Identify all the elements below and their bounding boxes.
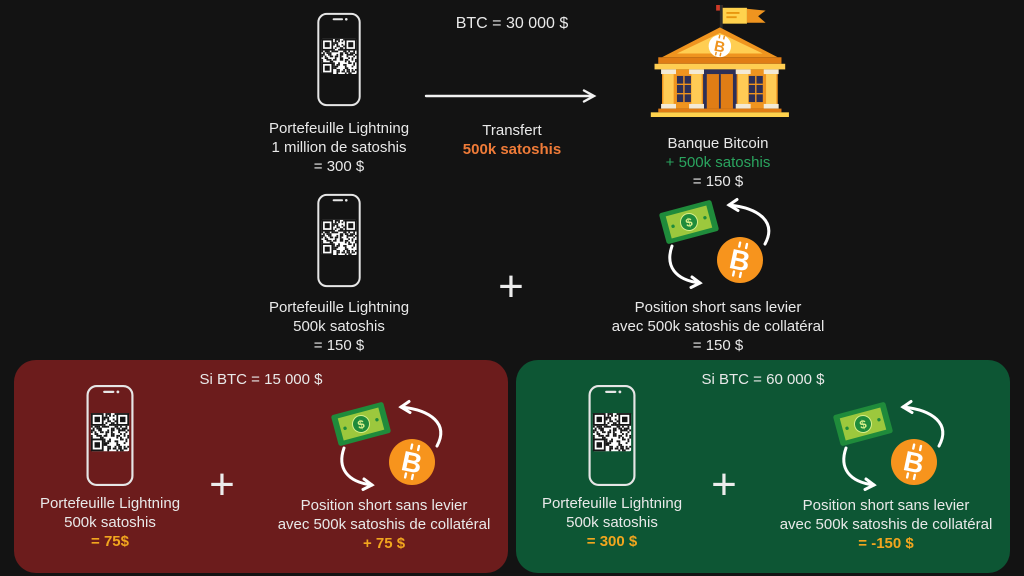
scenario-position-line1: Position short sans levier (300, 497, 468, 514)
btc-price-label: BTC = 30 000 $ (455, 15, 569, 32)
bank-name: Banque Bitcoin (667, 135, 769, 152)
exchange-icon (315, 398, 465, 494)
transfer-label: Transfert (482, 122, 542, 139)
scenario-position-line1: Position short sans levier (802, 497, 970, 514)
scenario-position-block: Position short sans levier avec 500k sat… (234, 398, 534, 553)
plus-icon: + (711, 460, 737, 509)
scenario-position-value: = -150 $ (858, 535, 914, 552)
bank-block: Banque Bitcoin + 500k satoshis = 150 $ (618, 5, 818, 191)
scenario-wallet-line1: Portefeuille Lightning (541, 495, 683, 512)
wallet-mid-line2: 500k satoshis (293, 318, 385, 335)
transfer-amount: 500k satoshis (462, 141, 562, 158)
wallet-top-line2: 1 million de satoshis (271, 139, 407, 156)
scenario-wallet-line1: Portefeuille Lightning (39, 495, 181, 512)
plus-icon: + (209, 460, 235, 509)
wallet-top-line1: Portefeuille Lightning (268, 120, 410, 137)
wallet-mid-line1: Portefeuille Lightning (268, 299, 410, 316)
phone-icon (85, 384, 135, 487)
wallet-top-value: = 300 $ (313, 158, 365, 175)
bank-icon (643, 5, 793, 117)
wallet-top-block: Portefeuille Lightning 1 million de sato… (239, 12, 439, 176)
scenario-wallet-line2: 500k satoshis (64, 514, 156, 531)
position-mid-value: = 150 $ (692, 337, 744, 354)
scenario-position-value: + 75 $ (362, 535, 406, 552)
scenario-position-block: Position short sans levier avec 500k sat… (736, 398, 1024, 553)
exchange-icon (817, 398, 967, 494)
scenario-position-line2: avec 500k satoshis de collatéral (779, 516, 993, 533)
phone-icon (316, 193, 362, 288)
scenario-position-line2: avec 500k satoshis de collatéral (277, 516, 491, 533)
wallet-mid-value: = 150 $ (313, 337, 365, 354)
phone-icon (587, 384, 637, 487)
scenario-wallet-line2: 500k satoshis (566, 514, 658, 531)
bank-value: = 150 $ (692, 173, 744, 190)
scenario-panel-btc-up: Si BTC = 60 000 $ Portefeuille Lightning… (516, 360, 1010, 573)
short-position-mid-block: Position short sans levier avec 500k sat… (578, 196, 858, 355)
scenario-title: Si BTC = 15 000 $ (199, 371, 323, 388)
scenario-wallet-block: Portefeuille Lightning 500k satoshis = 3… (516, 384, 708, 551)
exchange-icon (643, 196, 793, 292)
wallet-mid-block: Portefeuille Lightning 500k satoshis = 1… (239, 193, 439, 355)
position-mid-line1: Position short sans levier (634, 299, 802, 316)
transfer-block: Transfert 500k satoshis (426, 121, 598, 159)
phone-icon (316, 12, 362, 107)
scenario-wallet-value: = 300 $ (586, 533, 638, 550)
position-mid-line2: avec 500k satoshis de collatéral (611, 318, 825, 335)
scenario-wallet-value: = 75$ (91, 533, 129, 550)
scenario-title: Si BTC = 60 000 $ (701, 371, 825, 388)
scenario-wallet-block: Portefeuille Lightning 500k satoshis = 7… (14, 384, 206, 551)
transfer-arrow-icon (424, 89, 597, 103)
scenario-panel-btc-down: Si BTC = 15 000 $ Portefeuille Lightning… (14, 360, 508, 573)
bank-change: + 500k satoshis (665, 154, 771, 171)
plus-icon: + (498, 262, 524, 311)
